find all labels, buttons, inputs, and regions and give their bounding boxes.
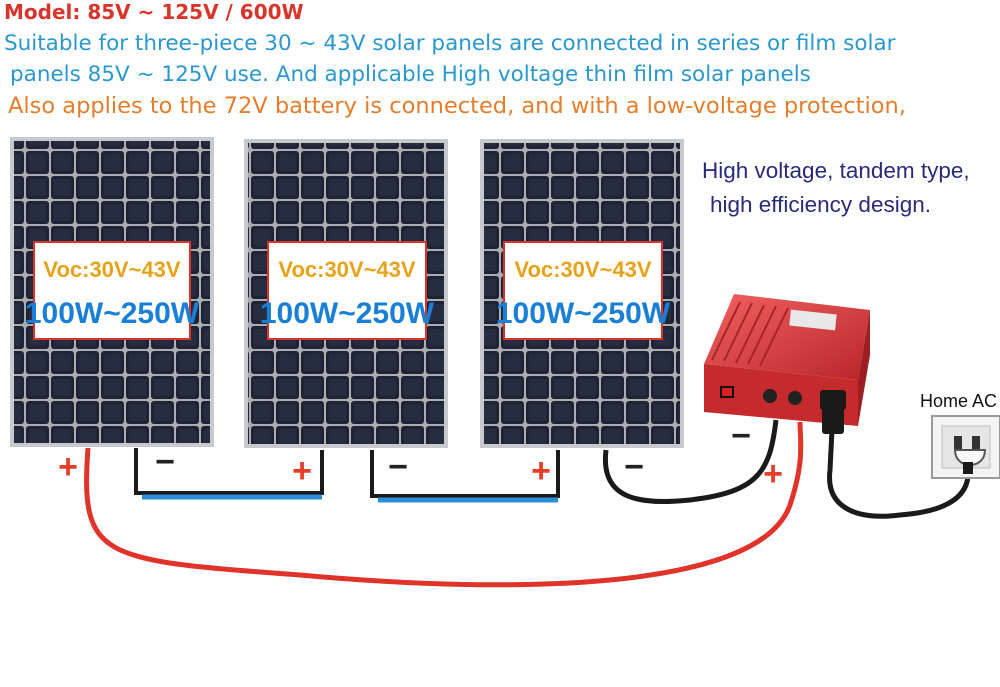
design-note-line-2: high efficiency design. [710, 192, 931, 217]
solar-panel-3: Voc:30V~43V 100W~250W + − [480, 139, 684, 490]
panel-wattage-label: 100W~250W [260, 297, 435, 330]
inverter-negative-terminal: − [731, 417, 751, 455]
panel-voc-label: Voc:30V~43V [278, 257, 416, 282]
inverter-badge [789, 309, 837, 331]
description-line-3: Also applies to the 72V battery is conne… [8, 93, 906, 119]
panel-label-box [267, 241, 427, 340]
wall-outlet [931, 415, 1000, 479]
inverter-dc-port [788, 391, 802, 405]
panel-negative-terminal: − [388, 448, 408, 486]
home-ac-label: Home AC [920, 391, 997, 411]
panel-positive-terminal: + [292, 452, 312, 490]
panel-negative-terminal: − [624, 448, 644, 486]
panel-wattage-label: 100W~250W [25, 297, 200, 330]
inverter-front [704, 364, 858, 426]
grid-tie-inverter [704, 294, 870, 426]
ac-plug [822, 408, 844, 434]
model-title: Model: 85V ~ 125V / 600W [4, 0, 304, 24]
description-line-2: panels 85V ~ 125V use. And applicable Hi… [10, 62, 811, 87]
inverter-side [858, 310, 870, 426]
panel-voc-label: Voc:30V~43V [43, 257, 181, 282]
inverter-dc-port [763, 389, 777, 403]
panel-label-box [33, 241, 191, 340]
solar-panel-2: Voc:30V~43V 100W~250W + − [244, 139, 448, 490]
panel-positive-terminal: + [58, 448, 78, 486]
negative-wire [602, 419, 779, 505]
panel-negative-terminal: − [155, 443, 175, 481]
panel-label-box [503, 241, 663, 340]
inverter-ac-port [820, 390, 846, 410]
description-line-1: Suitable for three-piece 30 ~ 43V solar … [4, 31, 896, 56]
panel-positive-terminal: + [531, 452, 551, 490]
design-note-line-1: High voltage, tandem type, [702, 158, 970, 183]
panel-wattage-label: 100W~250W [496, 297, 671, 330]
inverter-positive-terminal: + [763, 455, 783, 493]
design-note: High voltage, tandem type, high efficien… [702, 154, 970, 222]
ac-cable [827, 410, 971, 519]
solar-panel-1: Voc:30V~43V 100W~250W + − [10, 137, 214, 486]
series-wire-2-3-black [370, 450, 560, 498]
panel-voc-label: Voc:30V~43V [514, 257, 652, 282]
positive-wire [84, 421, 804, 588]
series-wire-1-2-black [134, 448, 324, 495]
